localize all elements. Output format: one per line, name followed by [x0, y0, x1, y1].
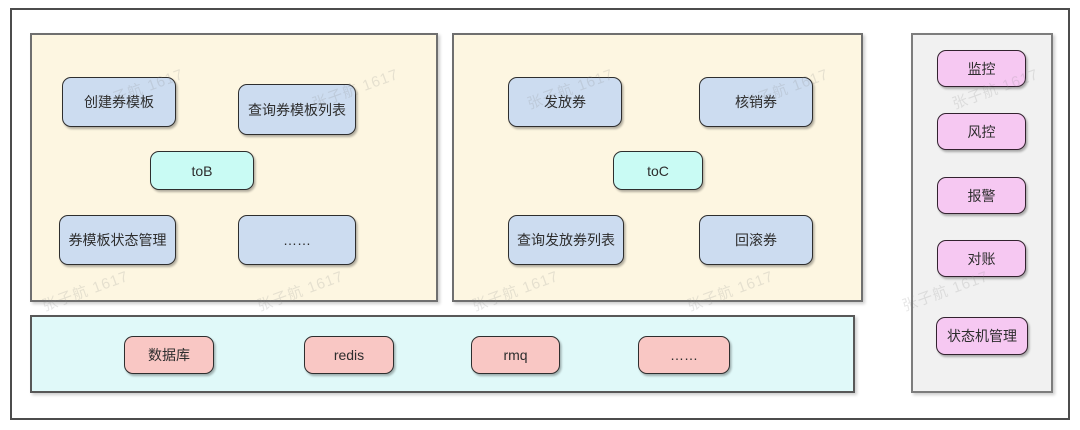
node-toc-tag: toC [613, 151, 703, 190]
node-redeem-coupon: 核销券 [699, 77, 813, 127]
node-query-issued-coupon-list: 查询发放券列表 [508, 215, 624, 265]
node-reconciliation: 对账 [937, 240, 1026, 277]
node-infra-more-ellipsis: …… [638, 336, 730, 374]
node-state-machine-mgmt: 状态机管理 [936, 317, 1028, 355]
node-tob-more-ellipsis: …… [238, 215, 356, 265]
node-rollback-coupon: 回滚券 [699, 215, 813, 265]
node-tob-tag: toB [150, 151, 254, 190]
node-database: 数据库 [124, 336, 214, 374]
node-issue-coupon: 发放券 [508, 77, 622, 127]
node-alarm: 报警 [937, 177, 1026, 214]
node-rmq: rmq [471, 336, 560, 374]
node-risk-control: 风控 [937, 113, 1026, 150]
node-coupon-template-status-mgmt: 券模板状态管理 [59, 215, 176, 265]
node-create-coupon-template: 创建券模板 [62, 77, 176, 127]
node-monitoring: 监控 [937, 50, 1026, 87]
node-query-coupon-template-list: 查询券模板列表 [238, 84, 356, 135]
node-redis: redis [304, 336, 394, 374]
